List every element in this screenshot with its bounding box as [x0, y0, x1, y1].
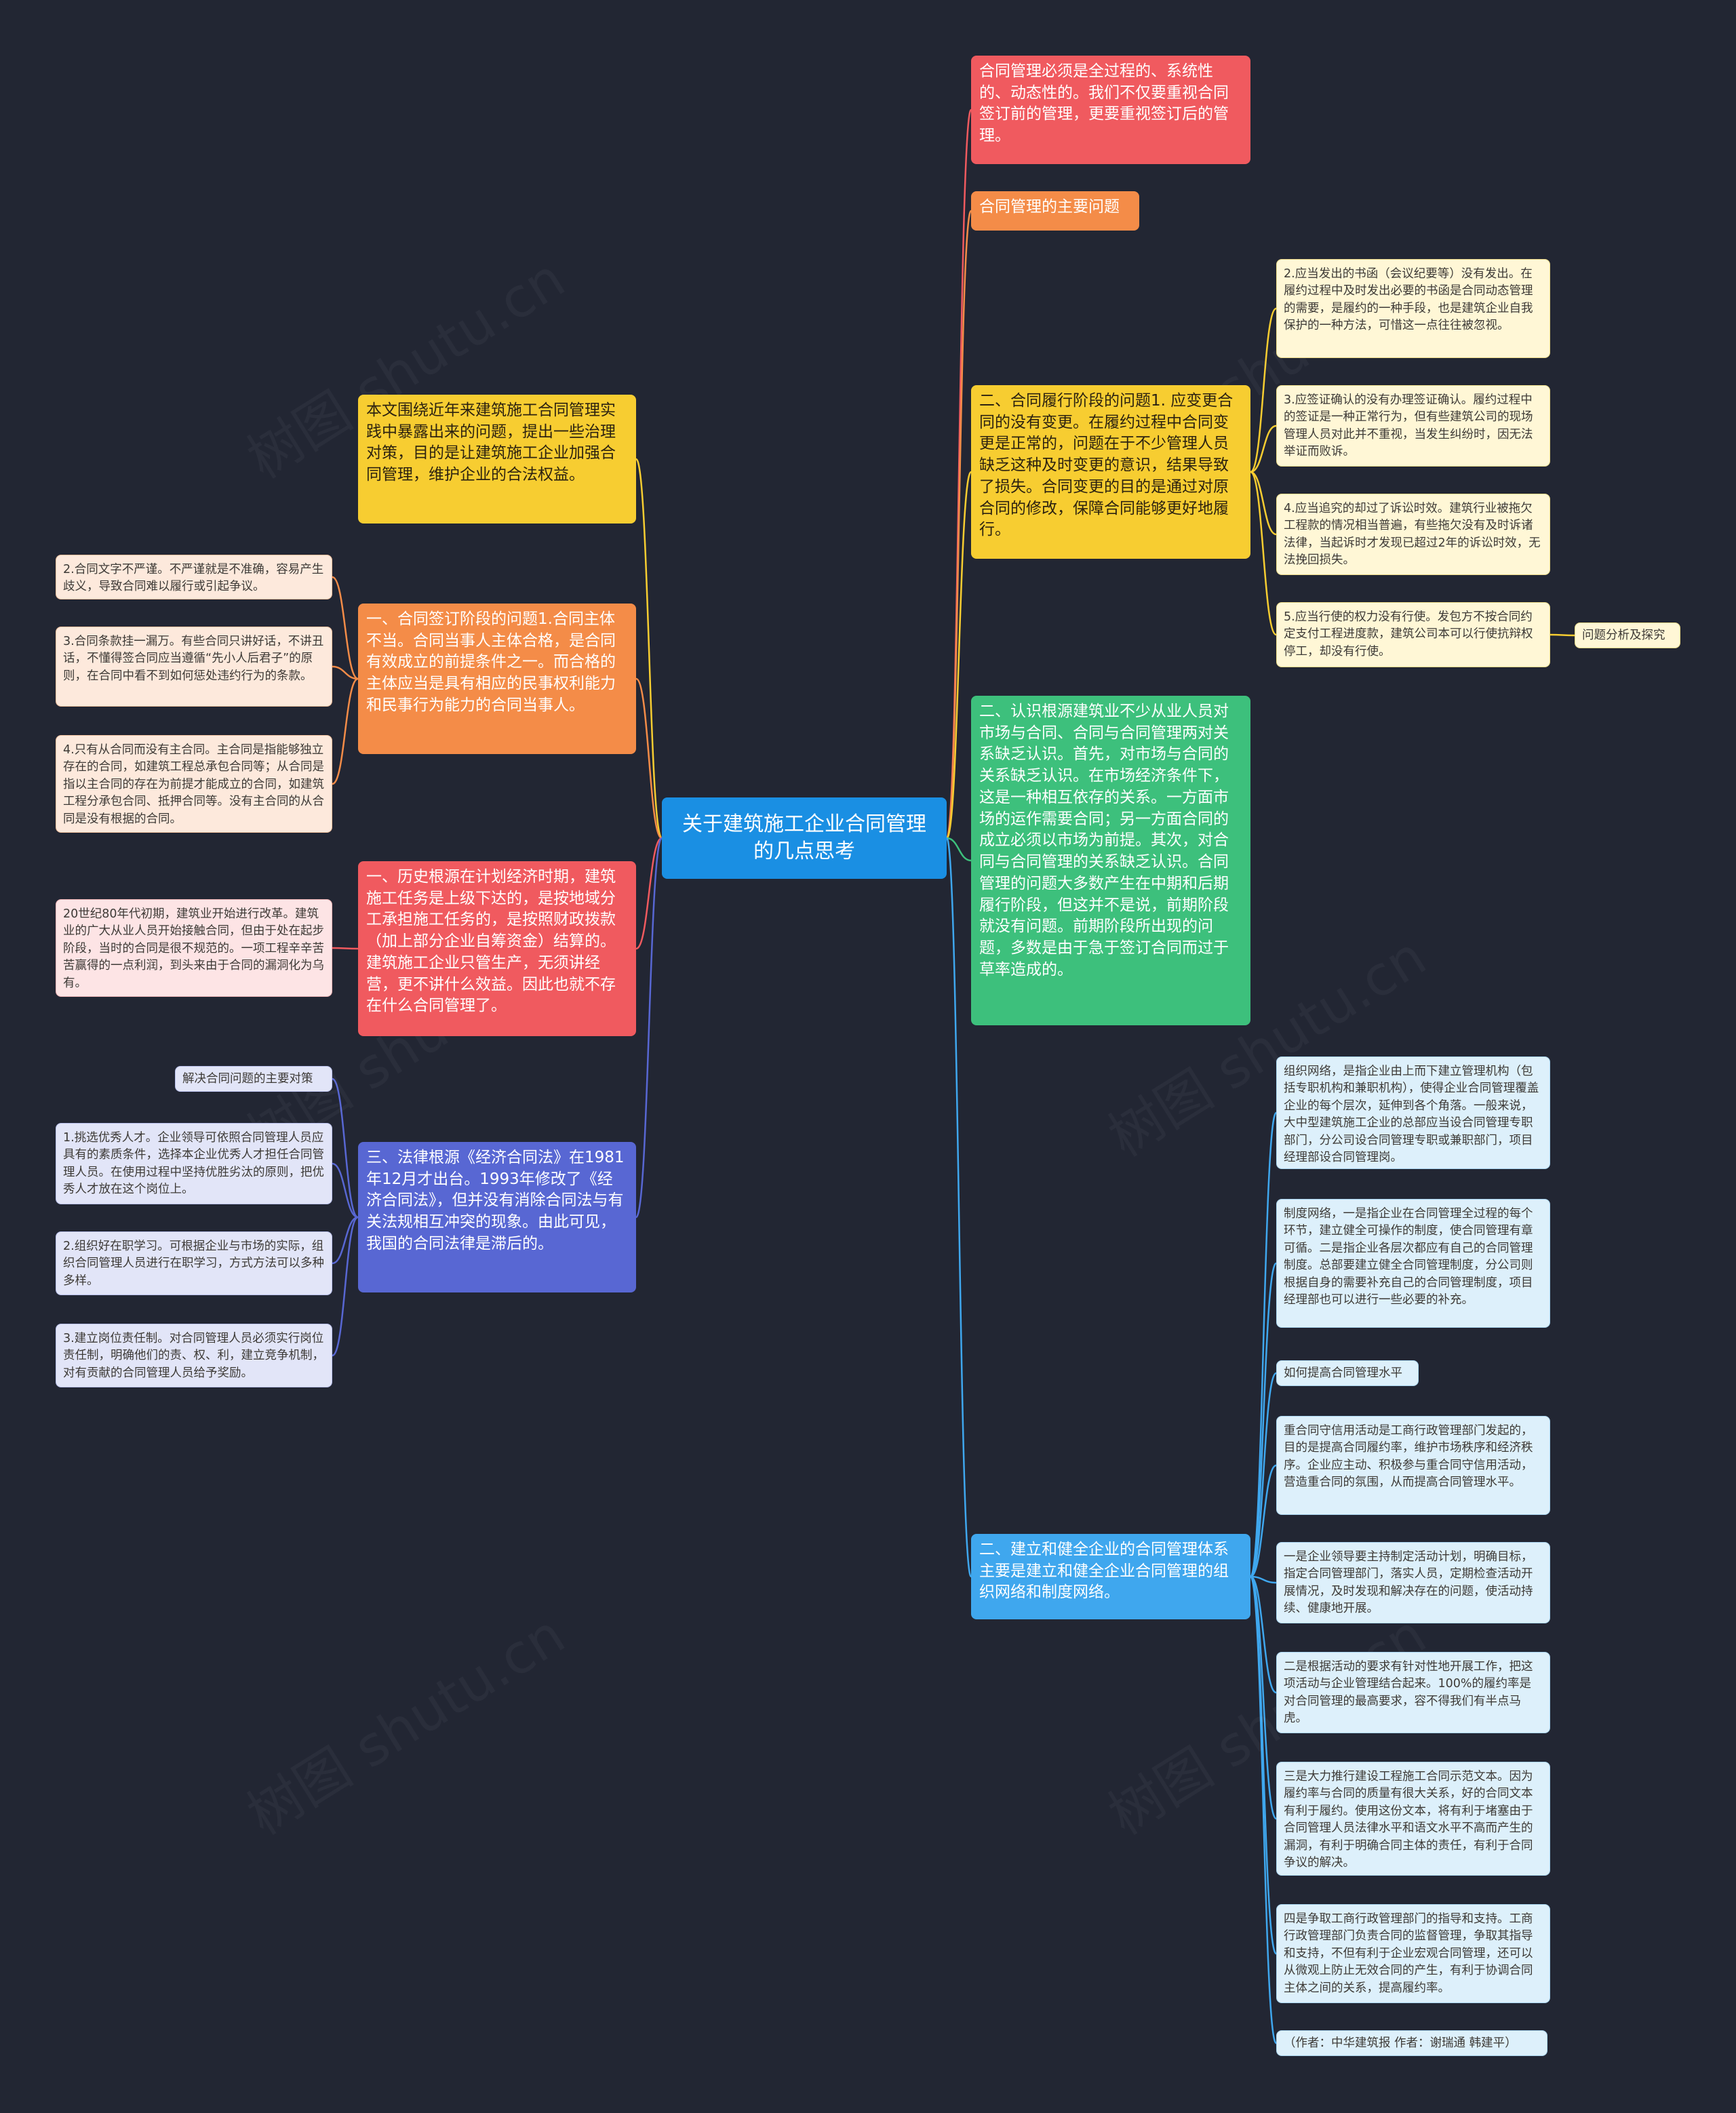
- connector-line: [332, 1162, 359, 1219]
- connector-line: [946, 837, 972, 862]
- subtopic-credit-activity[interactable]: 重合同守信用活动是工商行政管理部门发起的，目的是提高合同履约率，维护市场秩序和经…: [1276, 1416, 1550, 1515]
- connector-line: [1250, 424, 1277, 473]
- connector-line: [1249, 1262, 1278, 1578]
- connector-line: [332, 1216, 359, 1265]
- connector-line: [635, 837, 663, 1219]
- connector-line: [945, 471, 972, 840]
- tag-improve-management-level[interactable]: 如何提高合同管理水平: [1276, 1360, 1419, 1386]
- subtopic-organization-network[interactable]: 组织网络，是指企业由上而下建立管理机构（包括专职机构和兼职机构），使得企业合同管…: [1276, 1056, 1550, 1169]
- connector-line: [332, 947, 359, 950]
- subtopic-post-responsibility[interactable]: 3.建立岗位责任制。对合同管理人员必须实行岗位责任制，明确他们的责、权、利，建立…: [56, 1324, 332, 1387]
- connector-line: [1250, 1464, 1277, 1578]
- connector-line: [635, 677, 663, 840]
- subtopic-targeted-work[interactable]: 二是根据活动的要求有针对性地开展工作，把这项活动与企业管理结合起来。100%的履…: [1276, 1652, 1550, 1733]
- topic-build-management-system[interactable]: 二、建立和健全企业的合同管理体系主要是建立和健全企业合同管理的组织网络和制度网络…: [971, 1534, 1250, 1619]
- subtopic-visa-not-confirmed[interactable]: 3.应签证确认的没有办理签证确认。履约过程中的签证是一种正常行为，但有些建筑公司…: [1276, 385, 1550, 467]
- topic-main-problems[interactable]: 合同管理的主要问题: [971, 191, 1139, 231]
- connector-line: [945, 837, 972, 1578]
- connector-line: [332, 665, 359, 680]
- connector-line: [332, 677, 359, 785]
- topic-legal-root-cause[interactable]: 三、法律根源《经济合同法》在1981年12月才出台。1993年修改了《经济合同法…: [358, 1142, 636, 1292]
- topic-full-process-management[interactable]: 合同管理必须是全过程的、系统性的、动态性的。我们不仅要重视合同签订前的管理，更要…: [971, 56, 1250, 164]
- subtopic-model-contract-text[interactable]: 三是大力推行建设工程施工合同示范文本。因为履约率与合同的质量有很大关系，好的合同…: [1276, 1762, 1550, 1876]
- topic-signing-stage-problems[interactable]: 一、合同签订阶段的问题1.合同主体不当。合同当事人主体合格，是合同有效成立的前提…: [358, 604, 636, 754]
- root-topic[interactable]: 关于建筑施工企业合同管理的几点思考: [662, 797, 947, 879]
- connector-line: [1249, 1111, 1278, 1578]
- connector-line: [1250, 1575, 1277, 1584]
- subtopic-statute-expired[interactable]: 4.应当追究的却过了诉讼时效。建筑行业被拖欠工程款的情况相当普遍，有些拖欠没有及…: [1276, 494, 1550, 575]
- subtopic-reform-1980s[interactable]: 20世纪80年代初期，建筑业开始进行改革。建筑业的广大从业人员开始接触合同，但由…: [56, 899, 332, 997]
- subtopic-imprecise-wording[interactable]: 2.合同文字不严谨。不严谨就是不准确，容易产生歧义，导致合同难以履行或引起争议。: [56, 555, 332, 599]
- connector-line: [332, 1216, 359, 1357]
- connector-line: [332, 576, 359, 680]
- subtopic-on-job-learning[interactable]: 2.组织好在职学习。可根据企业与市场的实际，组织合同管理人员进行在职学习，方式方…: [56, 1231, 332, 1295]
- connector-line: [1250, 1575, 1277, 1694]
- connector-line: [332, 1078, 359, 1219]
- subtopic-incomplete-clauses[interactable]: 3.合同条款挂一漏万。有些合同只讲好话，不讲丑话，不懂得签合同应当遵循“先小人后…: [56, 627, 332, 707]
- tag-problem-analysis[interactable]: 问题分析及探究: [1575, 623, 1680, 648]
- subtopic-leadership-plan[interactable]: 一是企业领导要主持制定活动计划，明确目标，指定合同管理部门，落实人员，定期检查活…: [1276, 1542, 1550, 1623]
- subtopic-select-talent[interactable]: 1.挑选优秀人才。企业领导可依照合同管理人员应具有的素质条件，选择本企业优秀人才…: [56, 1123, 332, 1204]
- connector-line: [635, 837, 663, 950]
- connector-line: [635, 458, 663, 840]
- topic-cognitive-root-cause[interactable]: 二、认识根源建筑业不少从业人员对市场与合同、合同与合同管理两对关系缺乏认识。首先…: [971, 696, 1250, 1025]
- connector-line: [1249, 307, 1278, 473]
- connector-line: [945, 108, 972, 840]
- connector-line: [1249, 1372, 1278, 1578]
- subtopic-system-network[interactable]: 制度网络，一是指企业在合同管理全过程的每个环节，建立健全可操作的制度，使合同管理…: [1276, 1199, 1550, 1328]
- subtopic-rights-not-exercised[interactable]: 5.应当行使的权力没有行使。发包方不按合同约定支付工程进度款，建筑公司本可以行使…: [1276, 602, 1550, 667]
- connector-line: [1249, 1575, 1278, 2045]
- author-credit[interactable]: （作者：中华建筑报 作者：谢瑞通 韩建平）: [1276, 2030, 1547, 2056]
- connector-line: [1250, 471, 1277, 536]
- topic-historical-root-cause[interactable]: 一、历史根源在计划经济时期，建筑施工任务是上级下达的，是按地域分工承担施工任务的…: [358, 861, 636, 1036]
- topic-performance-stage-problems[interactable]: 二、合同履行阶段的问题1. 应变更合同的没有变更。在履约过程中合同变更是正常的，…: [971, 385, 1250, 559]
- topic-introduction[interactable]: 本文围绕近年来建筑施工合同管理实践中暴露出来的问题，提出一些治理对策，目的是让建…: [358, 395, 636, 524]
- connector-line: [1249, 471, 1278, 636]
- subtopic-administration-support[interactable]: 四是争取工商行政管理部门的指导和支持。工商行政管理部门负责合同的监督管理，争取其…: [1276, 1904, 1550, 2003]
- subtopic-letters-not-sent[interactable]: 2.应当发出的书函（会议纪要等）没有发出。在履约过程中及时发出必要的书函是合同动…: [1276, 259, 1550, 358]
- connector-line: [945, 210, 972, 840]
- subtopic-no-main-contract[interactable]: 4.只有从合同而没有主合同。主合同是指能够独立存在的合同，如建筑工程总承包合同等…: [56, 735, 332, 833]
- tag-main-countermeasures[interactable]: 解决合同问题的主要对策: [175, 1066, 332, 1092]
